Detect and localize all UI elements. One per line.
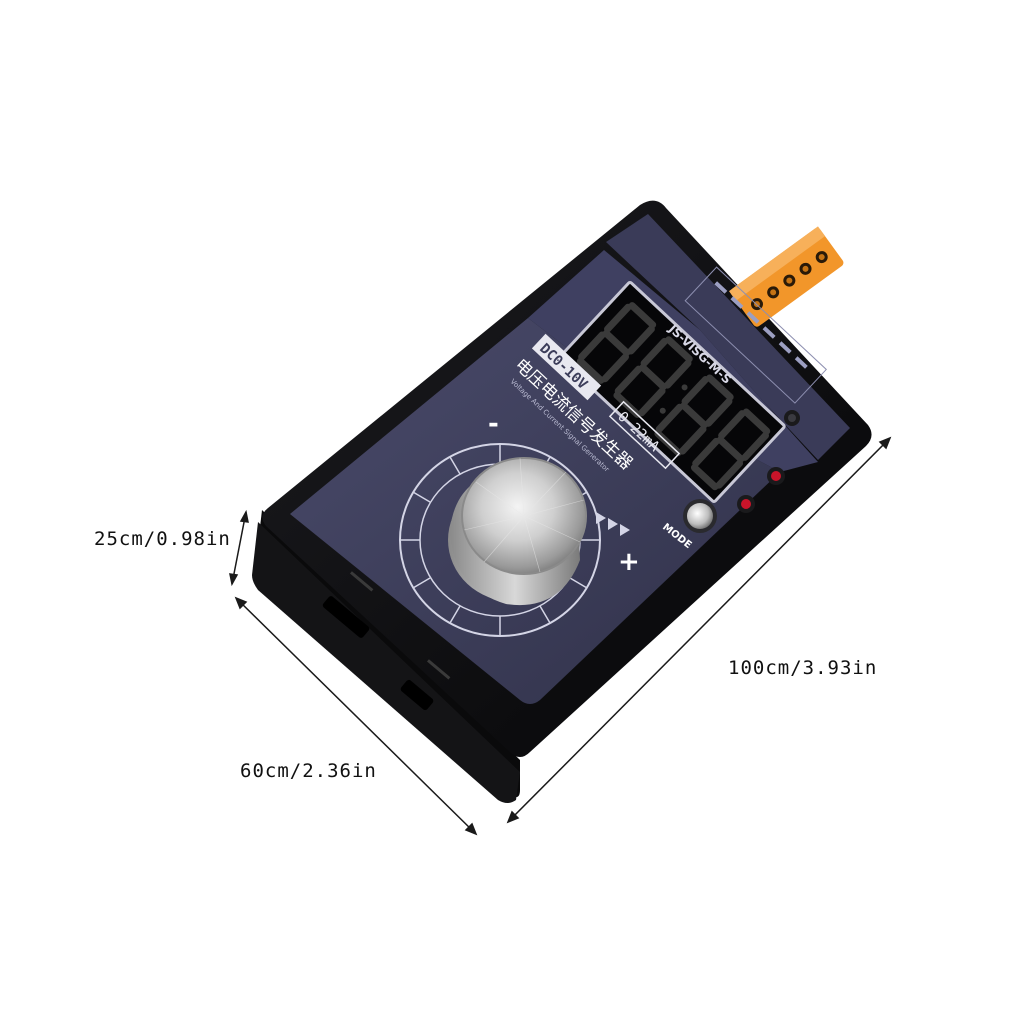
dimension-height-arrow <box>229 509 249 587</box>
side-slot <box>400 679 434 711</box>
dimension-width-arrow <box>506 436 892 824</box>
dimension-width-label: 100cm/3.93in <box>728 657 878 679</box>
side-port-label <box>426 659 451 680</box>
dimension-height-label: 25cm/0.98in <box>94 528 231 550</box>
output-jack-1 <box>737 495 755 513</box>
terminal-block <box>728 226 844 327</box>
dimension-depth-arrow <box>234 596 478 836</box>
output-jack-2 <box>767 467 785 485</box>
device-side-face <box>252 522 520 803</box>
dimension-depth-label: 60cm/2.36in <box>240 760 377 782</box>
segment-display <box>558 281 786 503</box>
mode-button[interactable] <box>683 499 717 533</box>
minus-symbol: - <box>488 409 499 439</box>
plus-symbol: + <box>618 547 640 577</box>
adjust-knob[interactable] <box>448 457 587 606</box>
device-panel-upper <box>606 214 850 460</box>
indicator-led <box>784 410 800 426</box>
side-slot <box>322 596 370 638</box>
dial-scale <box>399 443 630 637</box>
side-port-label <box>349 571 374 592</box>
terminal-labels <box>684 266 827 404</box>
